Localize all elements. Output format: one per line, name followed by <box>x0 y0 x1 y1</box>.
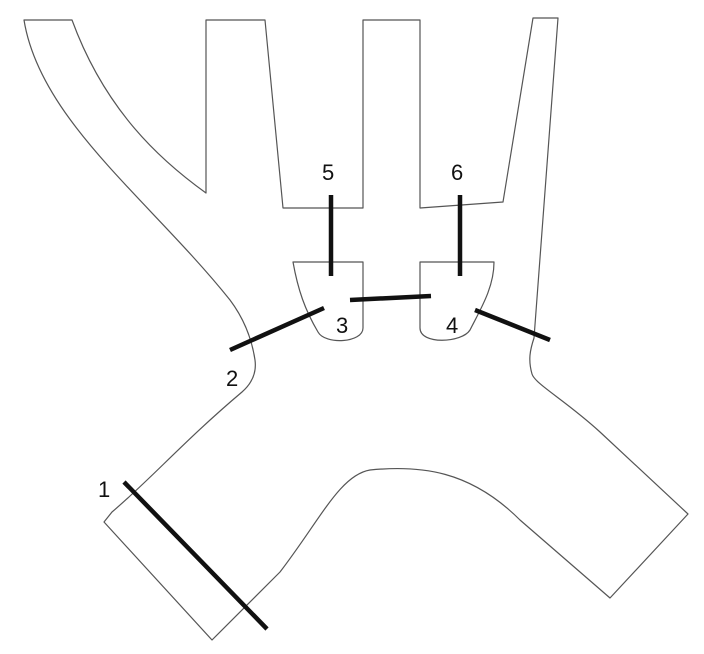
left-inner-pocket <box>292 261 364 342</box>
label-6: 6 <box>451 160 463 185</box>
cut-line-2 <box>229 305 325 353</box>
label-4: 4 <box>446 313 458 338</box>
label-5: 5 <box>322 160 334 185</box>
right-inner-pocket <box>419 261 495 341</box>
cut-line-4 <box>474 307 551 343</box>
cut-line-1 <box>122 480 269 631</box>
label-2: 2 <box>226 366 238 391</box>
label-1: 1 <box>98 477 110 502</box>
label-3: 3 <box>336 313 348 338</box>
cut-line-3 <box>349 293 432 303</box>
